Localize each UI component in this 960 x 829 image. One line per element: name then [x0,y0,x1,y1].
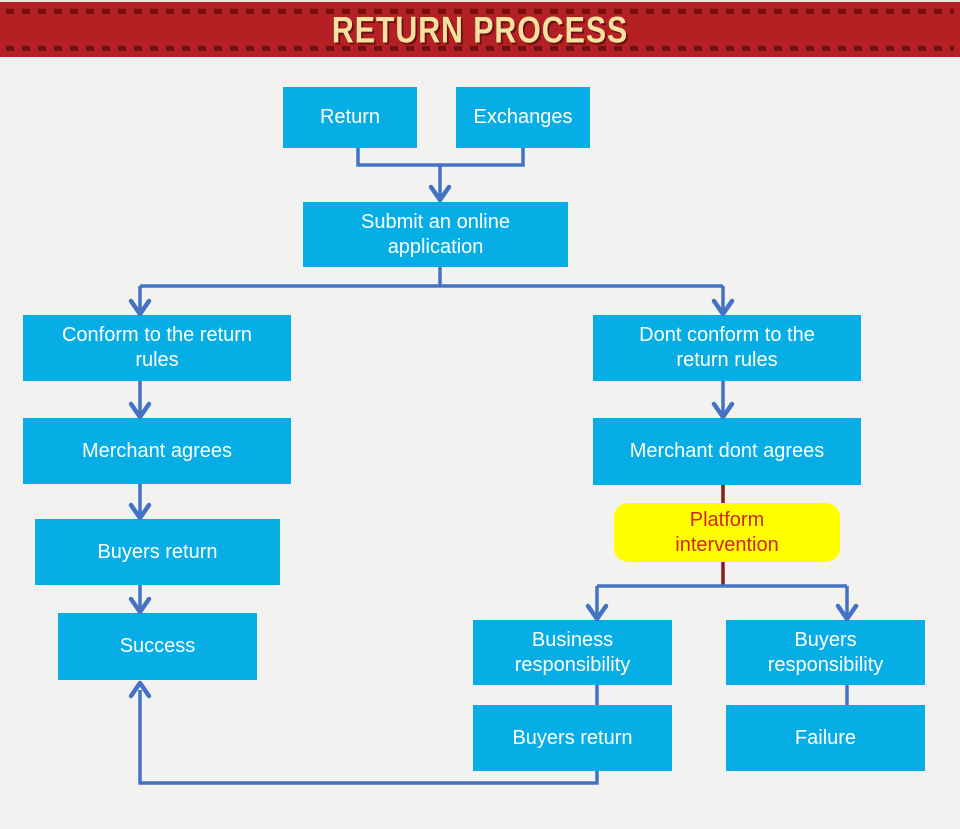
page-title: RETURN PROCESS [331,8,629,50]
node-buyers-responsibility: Buyers responsibility [726,620,925,685]
node-label: Failure [794,726,857,749]
node-business-responsibility: Business responsibility [473,620,672,685]
arrowhead-into-submit [428,184,452,203]
node-platform-intervention: Platform intervention [614,503,840,562]
arrowhead-into-conform [128,298,152,317]
arrowhead-into-success [128,596,152,615]
node-merchant-dont-agrees: Merchant dont agrees [593,418,861,485]
node-exchanges: Exchanges [456,87,590,148]
node-return: Return [283,87,417,148]
node-label: Conform to the return rules [61,324,253,371]
arrowhead-into-buyers-return [128,502,152,521]
arrowhead-into-buyers-responsibility [835,603,859,622]
node-label: Business responsibility [514,628,631,676]
banner-dash-bottom [6,46,954,51]
arrowhead-up-into-success [128,680,152,699]
connector-platform-split [595,584,849,615]
node-submit-application: Submit an online application [303,202,568,267]
node-label: Success [119,635,196,657]
node-success: Success [58,613,257,680]
node-merchant-agrees: Merchant agrees [23,418,291,484]
node-label: Exchanges [473,106,573,128]
connector-submit-split [138,267,725,310]
node-buyers-return-2: Buyers return [473,705,672,771]
arrowhead-into-merchant-dont-agrees [711,401,735,420]
connector-merge-top [356,148,525,196]
node-label: Merchant dont agrees [629,440,825,462]
node-label: Merchant agrees [81,439,233,462]
node-label: Buyers return [512,726,633,749]
arrowhead-into-business-responsibility [585,603,609,622]
node-label: Buyers responsibility [767,628,884,676]
title-banner: RETURN PROCESS [0,0,960,57]
node-failure: Failure [726,705,925,771]
banner-dash-top [6,9,954,14]
node-label: Platform intervention [675,508,779,556]
node-label: Dont conform to the return rules [639,324,815,371]
node-label: Return [319,106,381,128]
node-label: Submit an online application [361,210,510,258]
node-label: Buyers return [97,540,218,563]
node-dont-conform-rules: Dont conform to the return rules [593,315,861,381]
arrowhead-into-merchant-agrees [128,401,152,420]
node-conform-rules: Conform to the return rules [23,315,291,381]
arrowhead-into-dont-conform [711,298,735,317]
node-buyers-return: Buyers return [35,519,280,585]
